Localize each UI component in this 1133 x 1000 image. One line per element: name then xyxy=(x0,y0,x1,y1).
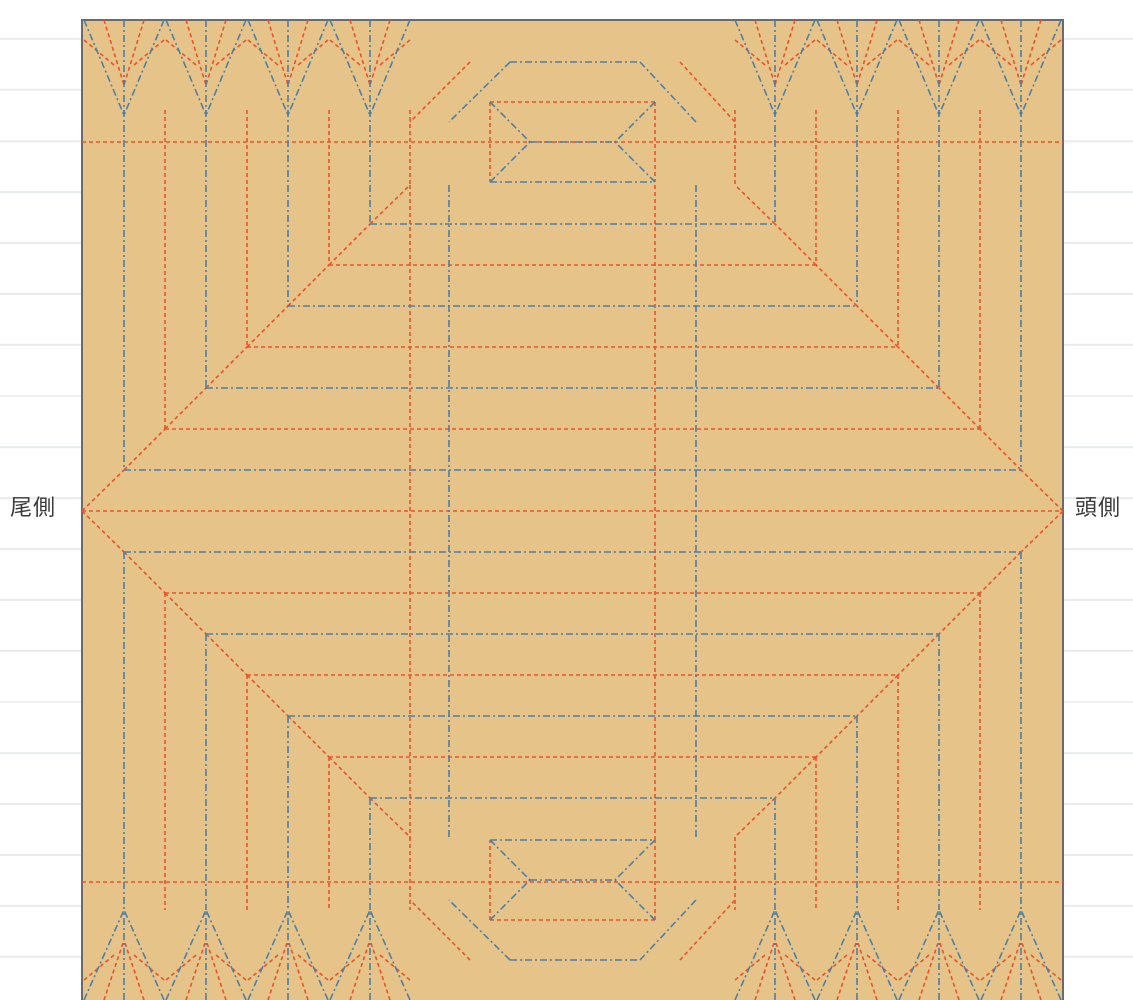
head-side-label: 頭側 xyxy=(1075,490,1121,522)
paper-square xyxy=(82,20,1063,1000)
tail-side-label: 尾側 xyxy=(10,490,56,522)
